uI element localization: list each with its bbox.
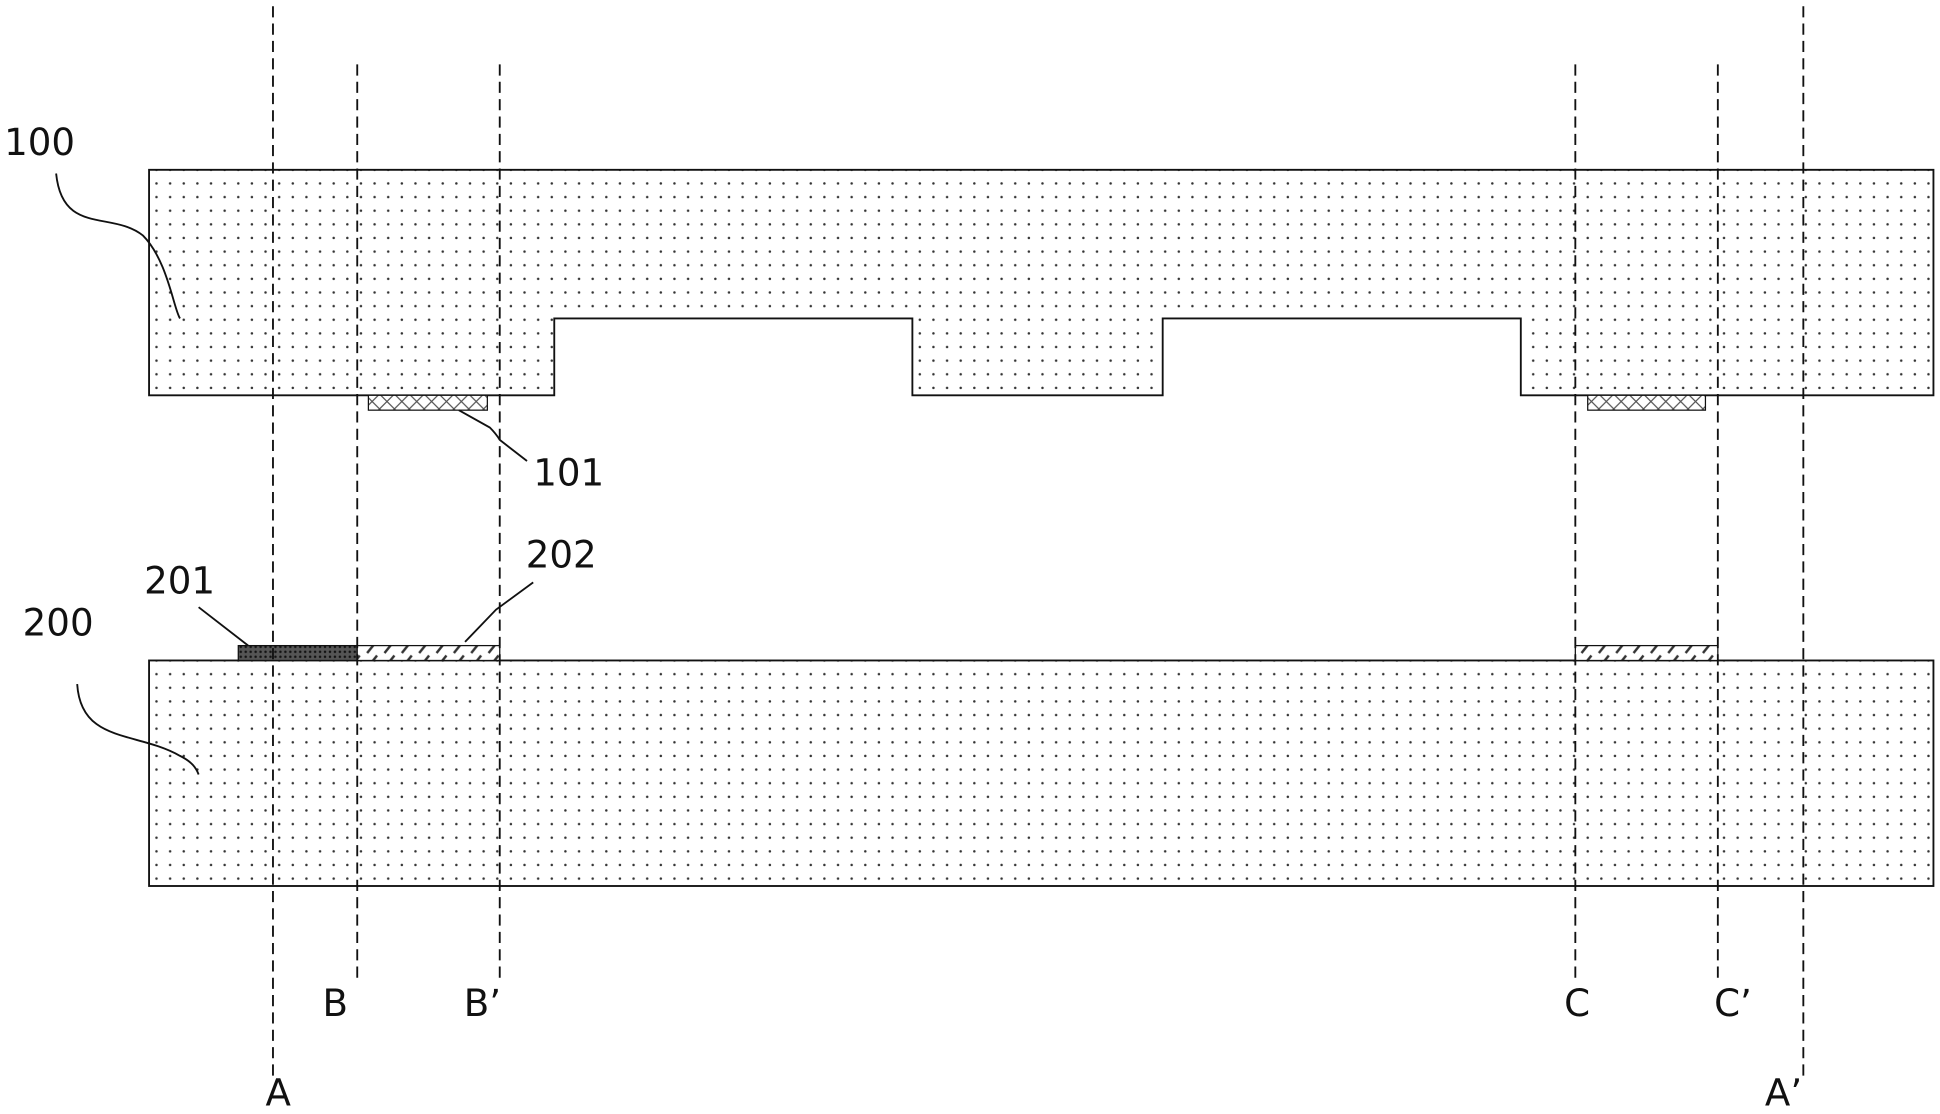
label-c: C: [1564, 981, 1590, 1025]
top-pad-right: [1587, 394, 1707, 411]
bottom-layer-201: [237, 644, 358, 662]
leader-100: [55, 173, 181, 320]
label-a-prime: A’: [1765, 1070, 1802, 1114]
label-c-prime: C’: [1714, 981, 1752, 1025]
bottom-substrate: [148, 659, 1935, 887]
label-101: 101: [533, 451, 604, 495]
top-substrate: [148, 168, 1935, 397]
label-200: 200: [23, 601, 94, 645]
leader-200: [76, 683, 200, 775]
bottom-layer-202-left: [356, 644, 501, 662]
label-b: B: [323, 981, 349, 1025]
label-202: 202: [526, 533, 597, 577]
label-100: 100: [4, 120, 75, 164]
label-b-prime: B’: [464, 981, 501, 1025]
bottom-layer-202-right: [1574, 644, 1719, 662]
label-201: 201: [144, 559, 215, 603]
leader-101: [458, 409, 528, 462]
leader-201: [198, 606, 249, 647]
top-pad-left: [367, 394, 488, 411]
label-a: A: [266, 1070, 292, 1114]
leader-202: [464, 581, 534, 643]
